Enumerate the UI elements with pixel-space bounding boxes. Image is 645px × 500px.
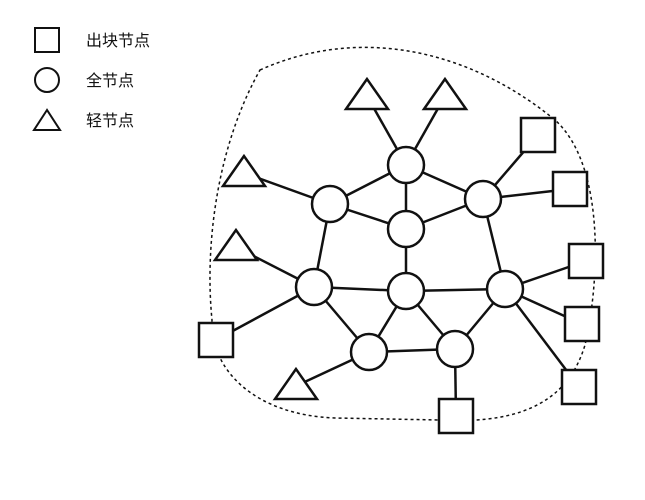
block-producer-node-b1 [519,116,557,154]
full-node-f9 [435,329,475,369]
light-node-l1 [343,76,391,111]
legend-triangle-icon [32,108,62,131]
full-node-f5 [294,267,334,307]
full-node-f1 [386,145,426,185]
light-node-l2 [421,76,469,111]
light-node-l3 [220,153,268,188]
full-node-f8 [349,332,389,372]
light-node-l4 [212,227,260,262]
block-producer-node-b7 [437,397,475,435]
full-node-f2 [310,184,350,224]
full-node-f6 [386,271,426,311]
legend-label-block-producer: 出块节点 [86,31,150,50]
light-node-l5 [272,366,320,401]
legend-label-full-node: 全节点 [86,71,134,90]
legend-circle-icon [34,67,60,93]
full-node-f4 [386,209,426,249]
nodes [197,76,605,435]
full-node-f7 [485,269,525,309]
block-producer-node-b3 [567,242,605,280]
block-producer-node-b6 [197,321,235,359]
legend-label-light-node: 轻节点 [86,111,134,130]
legend: 出块节点 全节点 轻节点 [32,27,150,131]
legend-square-icon [34,27,60,53]
block-producer-node-b5 [560,368,598,406]
block-producer-node-b4 [563,305,601,343]
block-producer-node-b2 [551,170,589,208]
full-node-f3 [463,179,503,219]
